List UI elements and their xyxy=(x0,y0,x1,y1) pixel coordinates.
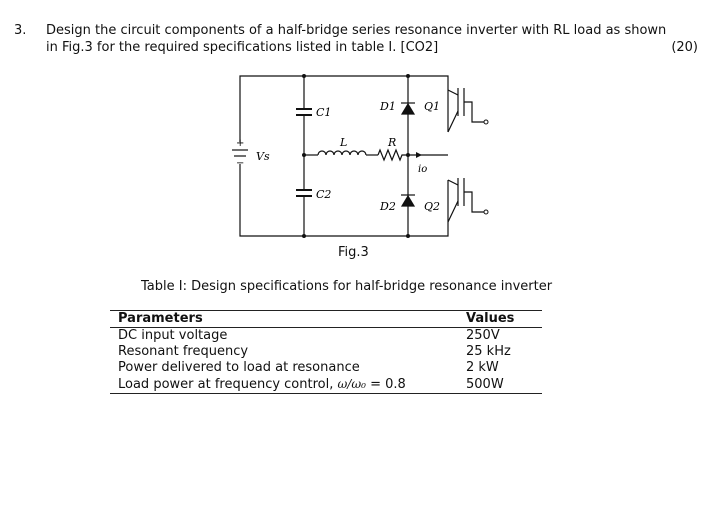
param-cell: Resonant frequency xyxy=(118,344,249,359)
param-cell: Load power at frequency control, ω/ω₀ = … xyxy=(110,376,466,394)
current-arrow xyxy=(416,152,422,158)
label-io: io xyxy=(418,164,427,175)
inductor-coil xyxy=(317,150,367,156)
value-cell: 500W xyxy=(466,376,504,392)
value-cell: 2 kW xyxy=(466,360,499,375)
param-text: Load power at frequency control, xyxy=(118,377,334,392)
question-text-line1: Design the circuit components of a half-… xyxy=(46,23,667,38)
omega-ratio-symbol: ω/ω₀ xyxy=(337,377,366,391)
question-marks: (20) xyxy=(671,40,698,55)
label-r: R xyxy=(387,136,396,149)
header-parameters: Parameters xyxy=(118,311,203,326)
resistor xyxy=(377,148,408,162)
circuit-diagram: C1 C2 L R D1 D2 Q1 Q2 Vs io + − xyxy=(232,74,489,238)
value-cell: 250V xyxy=(466,328,500,343)
label-c1: C1 xyxy=(316,106,331,119)
table-row: Resonant frequency 25 kHz xyxy=(110,344,542,360)
label-q1: Q1 xyxy=(424,100,440,113)
diode-d1 xyxy=(400,102,416,115)
table-row: Power delivered to load at resonance 2 k… xyxy=(110,360,542,376)
table-row: Load power at frequency control, ω/ω₀ = … xyxy=(110,376,542,394)
label-minus: − xyxy=(236,158,244,169)
diode-d2 xyxy=(400,194,416,207)
spec-table: Parameters Values DC input voltage 250V … xyxy=(110,310,542,394)
wire-top xyxy=(239,75,449,142)
header-values: Values xyxy=(466,311,515,326)
value-cell: 25 kHz xyxy=(466,344,511,359)
question-text-line2: in Fig.3 for the required specifications… xyxy=(46,40,439,55)
label-d1: D1 xyxy=(379,100,396,113)
label-plus: + xyxy=(236,138,244,149)
label-vs: Vs xyxy=(256,150,270,163)
label-c2: C2 xyxy=(316,188,331,201)
param-cell: Power delivered to load at resonance xyxy=(118,360,360,375)
label-l: L xyxy=(339,136,347,149)
question-number: 3. xyxy=(14,23,27,38)
label-q2: Q2 xyxy=(424,200,440,213)
table-title: Table I: Design specifications for half-… xyxy=(141,279,553,294)
figure-caption: Fig.3 xyxy=(338,245,369,260)
wire-bottom xyxy=(239,164,449,237)
table-header-row: Parameters Values xyxy=(110,310,542,328)
table-row: DC input voltage 250V xyxy=(110,328,542,345)
omega-ratio-value: = 0.8 xyxy=(370,377,406,392)
label-d2: D2 xyxy=(379,200,396,213)
param-cell: DC input voltage xyxy=(118,328,228,343)
